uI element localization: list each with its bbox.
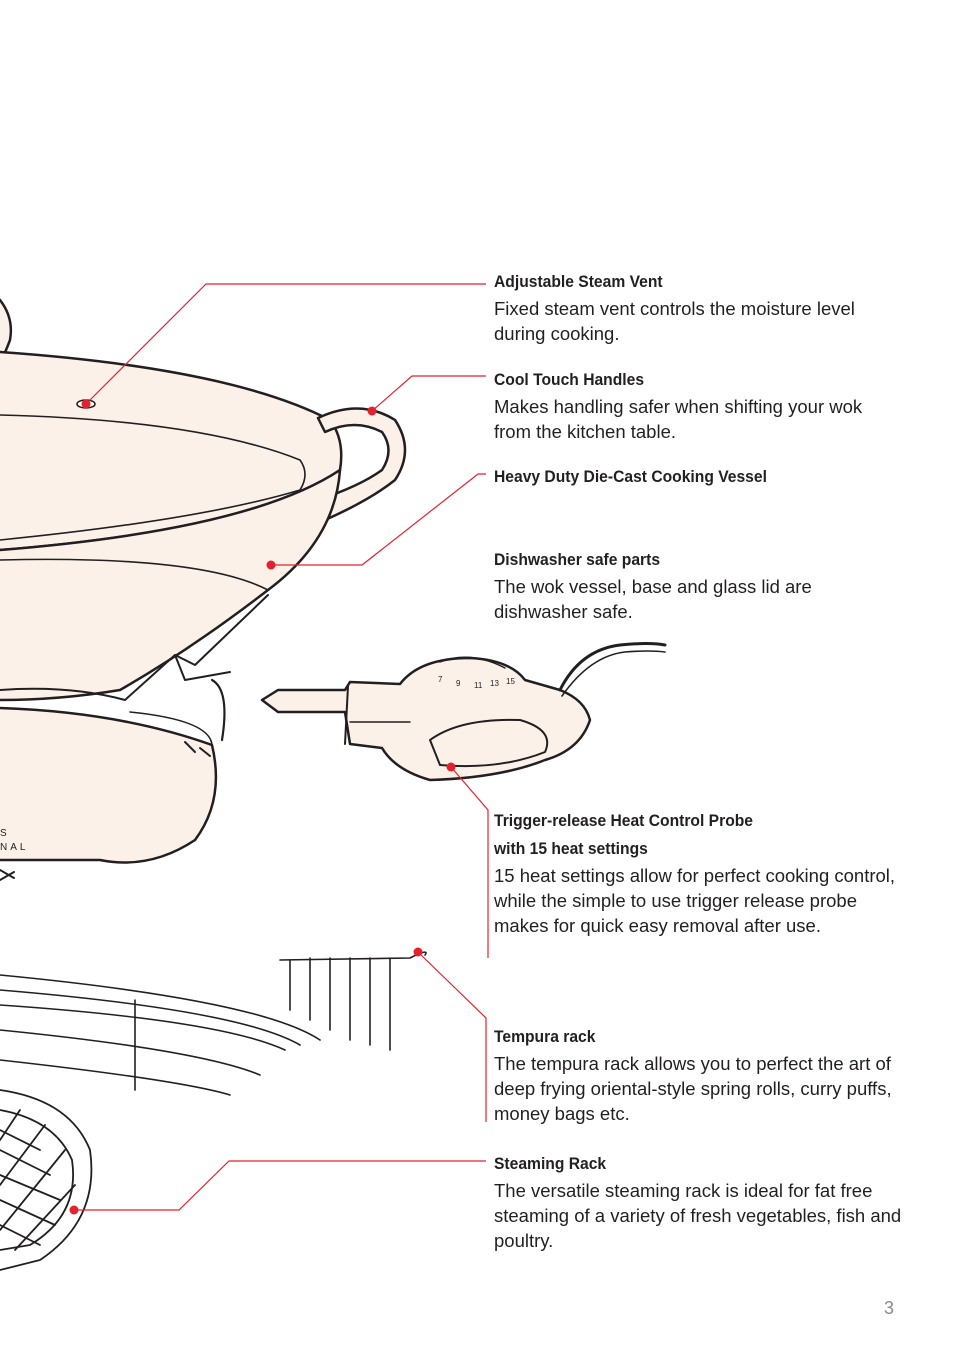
probe-dial-11: 11 [474,681,483,690]
callout-dot-handles [367,406,377,416]
power-cord [558,642,667,692]
feature-description: 15 heat settings allow for perfect cooki… [494,865,896,936]
callout-dot-steam-vent [81,399,91,409]
callout-dot-tempura [413,947,423,957]
probe-dial-15: 15 [506,677,515,686]
feature-dishwasher-safe: Dishwasher safe parts The wok vessel, ba… [494,546,904,624]
base-logo-text-1: S [0,828,10,839]
callout-line-tempura [417,951,487,1122]
feature-heat-control-probe: Trigger-release Heat Control Probe with … [494,807,904,938]
heat-control-probe [260,656,592,782]
feature-description: The versatile steaming rack is ideal for… [494,1180,902,1251]
feature-description: Makes handling safer when shifting your … [494,396,863,442]
callout-line-steam-vent [85,283,486,405]
feature-description: The tempura rack allows you to perfect t… [494,1053,892,1124]
feature-title: Heavy Duty Die-Cast Cooking Vessel [494,467,767,486]
callout-line-steaming [74,1160,486,1211]
wok-base [0,706,218,864]
feature-steaming-rack: Steaming Rack The versatile steaming rac… [494,1150,904,1253]
feature-title: Dishwasher safe parts [494,550,661,569]
feature-description: Fixed steam vent controls the moisture l… [494,298,855,344]
callout-line-vessel [271,473,486,566]
feature-tempura-rack: Tempura rack The tempura rack allows you… [494,1023,904,1126]
wok-vessel [0,468,342,702]
steaming-rack [0,1089,93,1271]
feature-adjustable-steam-vent: Adjustable Steam Vent Fixed steam vent c… [494,268,904,346]
feature-cool-touch-handles: Cool Touch Handles Makes handling safer … [494,366,904,444]
feature-title: Adjustable Steam Vent [494,272,663,291]
feature-cooking-vessel: Heavy Duty Die-Cast Cooking Vessel [494,463,904,491]
feature-title: Steaming Rack [494,1154,607,1173]
callout-dot-steaming [69,1205,79,1215]
callout-line-probe [450,766,489,958]
tempura-rack [0,951,427,1096]
lid-inner-rim [0,414,306,541]
callout-line-handles [371,375,486,412]
feature-title: Cool Touch Handles [494,370,645,389]
probe-dial-9: 9 [456,679,461,688]
base-logo-text-2: NAL [0,842,28,853]
probe-dial-7: 7 [438,675,443,684]
callout-dot-vessel [266,560,276,570]
probe-trigger [429,718,549,768]
page-number: 3 [884,1298,895,1318]
feature-title: Tempura rack [494,1027,596,1046]
vessel-band [0,558,269,591]
probe-dial-13: 13 [490,679,499,688]
feature-title: Trigger-release Heat Control Probe [494,811,754,830]
feature-title-line-2: with 15 heat settings [494,839,648,858]
feature-description: The wok vessel, base and glass lid are d… [494,576,812,622]
callout-dot-probe [446,762,456,772]
